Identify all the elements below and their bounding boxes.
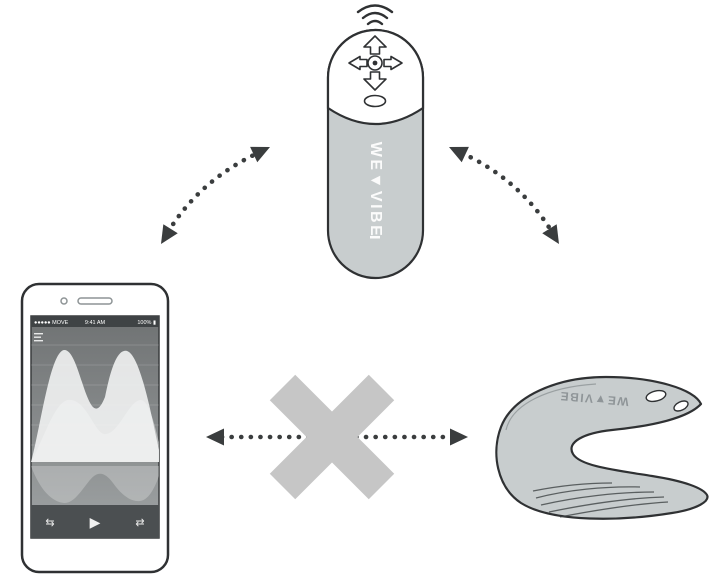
- status-time: 9:41 AM: [85, 320, 106, 326]
- vibe-ridges: [532, 482, 669, 518]
- status-bar: [31, 316, 159, 327]
- play-icon: ▶: [90, 514, 101, 530]
- remote-brand-logo: WE▼VIBE: [367, 142, 384, 238]
- vibe-body: [495, 375, 709, 520]
- vibe-highlight-line: [505, 383, 597, 431]
- shuffle-icon: ⇄: [135, 517, 144, 529]
- player-bar: ⇆ ▶ ⇄: [31, 505, 159, 538]
- arrowhead-to-remote-icon: [250, 146, 270, 163]
- remote-vibe-link: [449, 146, 559, 244]
- remote-right-button: [383, 55, 403, 71]
- couples-vibe: WE▼VIBE: [495, 375, 709, 520]
- remote-center-dot: [372, 60, 378, 66]
- remote-up-button: [363, 35, 387, 55]
- remote-control: WE▼VIBE: [326, 4, 425, 280]
- remote-power-button: [363, 94, 387, 108]
- charging-port: [370, 236, 380, 239]
- earpiece-speaker: [77, 297, 113, 305]
- status-battery: 100% ▮: [137, 320, 156, 326]
- app-screen: [31, 333, 159, 504]
- dotted-link-phone-remote: [165, 150, 261, 235]
- remote-down-button: [363, 71, 387, 91]
- menu-icon: [34, 333, 43, 342]
- arrowhead-to-phone-icon: [161, 224, 178, 244]
- repeat-icon: ⇆: [45, 517, 54, 529]
- remote-left-button: [348, 55, 368, 71]
- phone-remote-link: [161, 146, 270, 244]
- dotted-link-remote-vibe: [459, 150, 555, 235]
- phone-vibe-blocked-link: [206, 374, 468, 500]
- arrowhead-to-vibe-icon: [450, 428, 468, 446]
- arrowhead-to-phone-icon: [206, 428, 224, 446]
- smartphone: ●●●●● MOVE 9:41 AM 100% ▮ ⇆ ▶: [20, 282, 170, 574]
- blocked-x-icon: [269, 374, 395, 500]
- vibe-brand-logo: WE▼VIBE: [559, 389, 630, 409]
- vibe-button-small: [673, 400, 689, 412]
- arrowhead-to-vibe-icon: [542, 224, 559, 244]
- waveform-graphic: [31, 349, 159, 504]
- wireless-signal-icon: [356, 4, 394, 26]
- camera-icon: [60, 297, 68, 305]
- arrowhead-to-remote-icon: [449, 146, 469, 163]
- vibe-button-large: [645, 389, 667, 403]
- status-carrier: ●●●●● MOVE: [34, 320, 69, 326]
